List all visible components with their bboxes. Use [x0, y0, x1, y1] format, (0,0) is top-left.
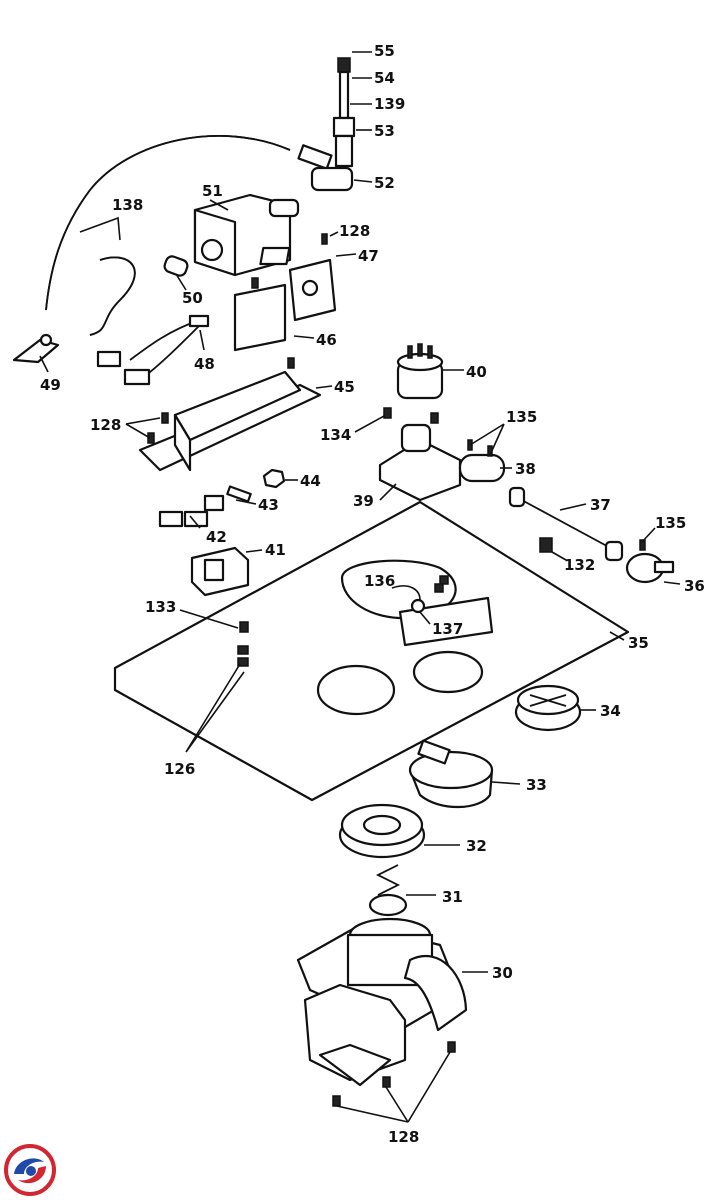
- label-43: 43: [258, 496, 279, 514]
- ring-32: [338, 803, 426, 859]
- label-126: 126: [164, 760, 195, 778]
- label-132: 132: [564, 556, 595, 574]
- logo-outer-ring: [4, 1144, 56, 1196]
- label-45: 45: [334, 378, 355, 396]
- label-47: 47: [358, 247, 379, 265]
- logo-swirl-blue: [14, 1158, 44, 1174]
- label-128-a: 128: [339, 222, 370, 240]
- shaft-37: [508, 486, 624, 562]
- label-37: 37: [590, 496, 611, 514]
- label-133: 133: [145, 598, 176, 616]
- label-53: 53: [374, 122, 395, 140]
- nut-44: [262, 468, 286, 489]
- brand-swirl-icon: [4, 1144, 56, 1196]
- label-33: 33: [526, 776, 547, 794]
- label-36: 36: [684, 577, 705, 595]
- label-34: 34: [600, 702, 621, 720]
- label-50: 50: [182, 289, 203, 307]
- tube-38: [458, 439, 506, 483]
- label-32: 32: [466, 837, 487, 855]
- label-30: 30: [492, 964, 513, 982]
- potentiometer-36: [539, 537, 675, 584]
- label-139: 139: [374, 95, 405, 113]
- label-31: 31: [442, 888, 463, 906]
- label-46: 46: [316, 331, 337, 349]
- label-128-c: 128: [388, 1128, 419, 1146]
- bracket-39: [378, 407, 462, 502]
- label-49: 49: [40, 376, 61, 394]
- bracket-47: [259, 233, 328, 266]
- label-42: 42: [206, 528, 227, 546]
- label-39: 39: [353, 492, 374, 510]
- label-48: 48: [194, 355, 215, 373]
- logo-swirl-red: [18, 1166, 46, 1184]
- cap-33: [408, 739, 494, 809]
- part-labels: 55 54 139 53 52 51 138 128 47 50 46 49 4…: [40, 42, 705, 1146]
- label-54: 54: [374, 69, 395, 87]
- second-hose: [89, 256, 136, 336]
- switch-40: [396, 343, 444, 400]
- label-41: 41: [265, 541, 286, 559]
- motor-30: [296, 917, 468, 1107]
- wire-harness-48: [96, 314, 210, 386]
- parts-drawing: [12, 57, 675, 1107]
- mounting-bracket-46: [233, 258, 337, 352]
- connector-50: [163, 255, 189, 277]
- switch-parts-42-43: [158, 485, 252, 528]
- label-38: 38: [515, 460, 536, 478]
- label-138: 138: [112, 196, 143, 214]
- relay-41: [190, 546, 250, 597]
- label-128-b: 128: [90, 416, 121, 434]
- label-35: 35: [628, 634, 649, 652]
- label-40: 40: [466, 363, 487, 381]
- valve-stack: [297, 57, 356, 192]
- spring-31: [368, 864, 408, 917]
- label-137: 137: [432, 620, 463, 638]
- label-136: 136: [364, 572, 395, 590]
- label-135-a: 135: [506, 408, 537, 426]
- transformer-45: [138, 357, 322, 472]
- hose-clamp-49: [12, 333, 60, 364]
- label-51: 51: [202, 182, 223, 200]
- label-135-b: 135: [655, 514, 686, 532]
- base-plate-35: [113, 500, 630, 802]
- leader-lines: [39, 51, 681, 1123]
- wheel-34: [514, 684, 582, 732]
- label-52: 52: [374, 174, 395, 192]
- logo-center: [26, 1166, 36, 1176]
- label-134: 134: [320, 426, 351, 444]
- label-44: 44: [300, 472, 321, 490]
- label-55: 55: [374, 42, 395, 60]
